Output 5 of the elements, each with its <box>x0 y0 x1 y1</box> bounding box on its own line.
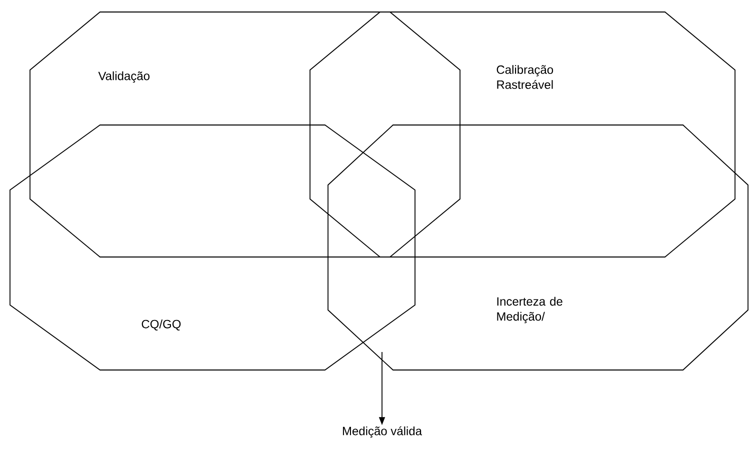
octagon-region: CQ/GQ <box>10 124 416 370</box>
octagon-region: Incerteza de Medição/ <box>328 124 748 370</box>
octagon-region: Calibração Rastreável <box>310 12 736 258</box>
octagon-region: Validação <box>30 12 460 258</box>
outcome-label: Medição válida <box>342 426 422 438</box>
